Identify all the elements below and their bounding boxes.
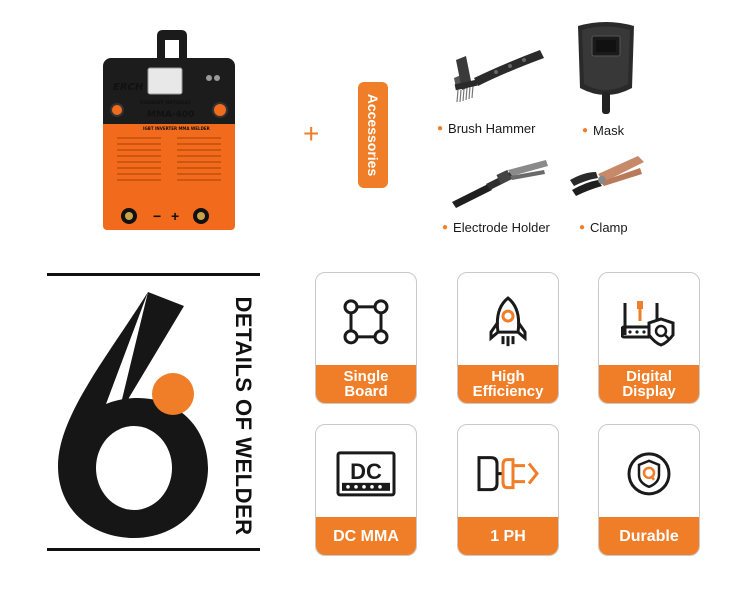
welder-model: MMA-400 <box>147 110 194 120</box>
welder-terminal-minus: − <box>153 208 161 224</box>
details-title-text: DETAILS OF WELDER <box>231 295 256 536</box>
quality-shield-icon <box>627 452 671 496</box>
feature-label: 1 PH <box>458 517 558 555</box>
accessory-brush-hammer: ● Brush Hammer <box>437 121 535 136</box>
feature-card-dc-mma: DC DC MMA <box>315 424 417 556</box>
feature-card-1-ph: 1 PH <box>457 424 559 556</box>
accessory-clamp-label: Clamp <box>590 220 628 235</box>
welder-type-line: IGBT INVERTER MMA WELDER <box>143 126 210 131</box>
accessory-electrode-holder: ● Electrode Holder <box>442 220 550 235</box>
welding-mask-icon <box>570 18 642 118</box>
accessory-clamp: ● Clamp <box>579 220 628 235</box>
digital-display-icon <box>621 301 675 347</box>
feature-card-single-board: Single Board <box>315 272 417 404</box>
brush-hammer-icon <box>448 42 548 110</box>
circuit-board-icon <box>343 299 389 345</box>
accessories-tag: Accessories <box>358 82 388 188</box>
welder-brand: ERCH <box>113 82 144 93</box>
feature-label: DC MMA <box>316 517 416 555</box>
bullet-dot-icon: ● <box>437 123 444 134</box>
accessory-mask-label: Mask <box>593 123 625 138</box>
feature-label: Durable <box>599 517 699 555</box>
bullet-dot-icon: ● <box>579 222 586 233</box>
feature-label: Digital Display <box>599 365 699 403</box>
dc-badge-icon: DC <box>336 451 396 497</box>
feature-card-high-efficiency: High Efficiency <box>457 272 559 404</box>
ground-clamp-icon <box>568 150 648 200</box>
bullet-dot-icon: ● <box>582 125 589 136</box>
feature-label: High Efficiency <box>458 365 558 403</box>
rocket-icon <box>489 296 527 347</box>
accessory-brush-hammer-label: Brush Hammer <box>448 121 536 136</box>
svg-text:DC: DC <box>350 459 382 484</box>
welder-machine-image: ERCH CURRENT METER(A) MMA-400 IGBT INVER… <box>103 30 235 230</box>
feature-card-digital-display: Digital Display <box>598 272 700 404</box>
bottom-rule <box>47 548 260 551</box>
big-number-six: 6 <box>48 286 216 541</box>
welder-meter-label: CURRENT METER(A) <box>140 100 190 106</box>
top-rule <box>47 273 260 276</box>
bullet-dot-icon: ● <box>442 222 449 233</box>
plus-sign: + <box>303 118 320 149</box>
electrode-holder-icon <box>448 158 550 208</box>
accessory-electrode-holder-label: Electrode Holder <box>453 220 550 235</box>
feature-card-durable: Durable <box>598 424 700 556</box>
welder-terminal-plus: + <box>171 208 179 224</box>
power-plug-icon <box>477 456 539 492</box>
accessory-mask: ● Mask <box>582 123 624 138</box>
accessories-tag-label: Accessories <box>365 93 381 177</box>
big-number-six-text: 6 <box>48 286 49 287</box>
feature-label: Single Board <box>316 365 416 403</box>
details-title: DETAILS OF WELDER <box>225 283 261 548</box>
